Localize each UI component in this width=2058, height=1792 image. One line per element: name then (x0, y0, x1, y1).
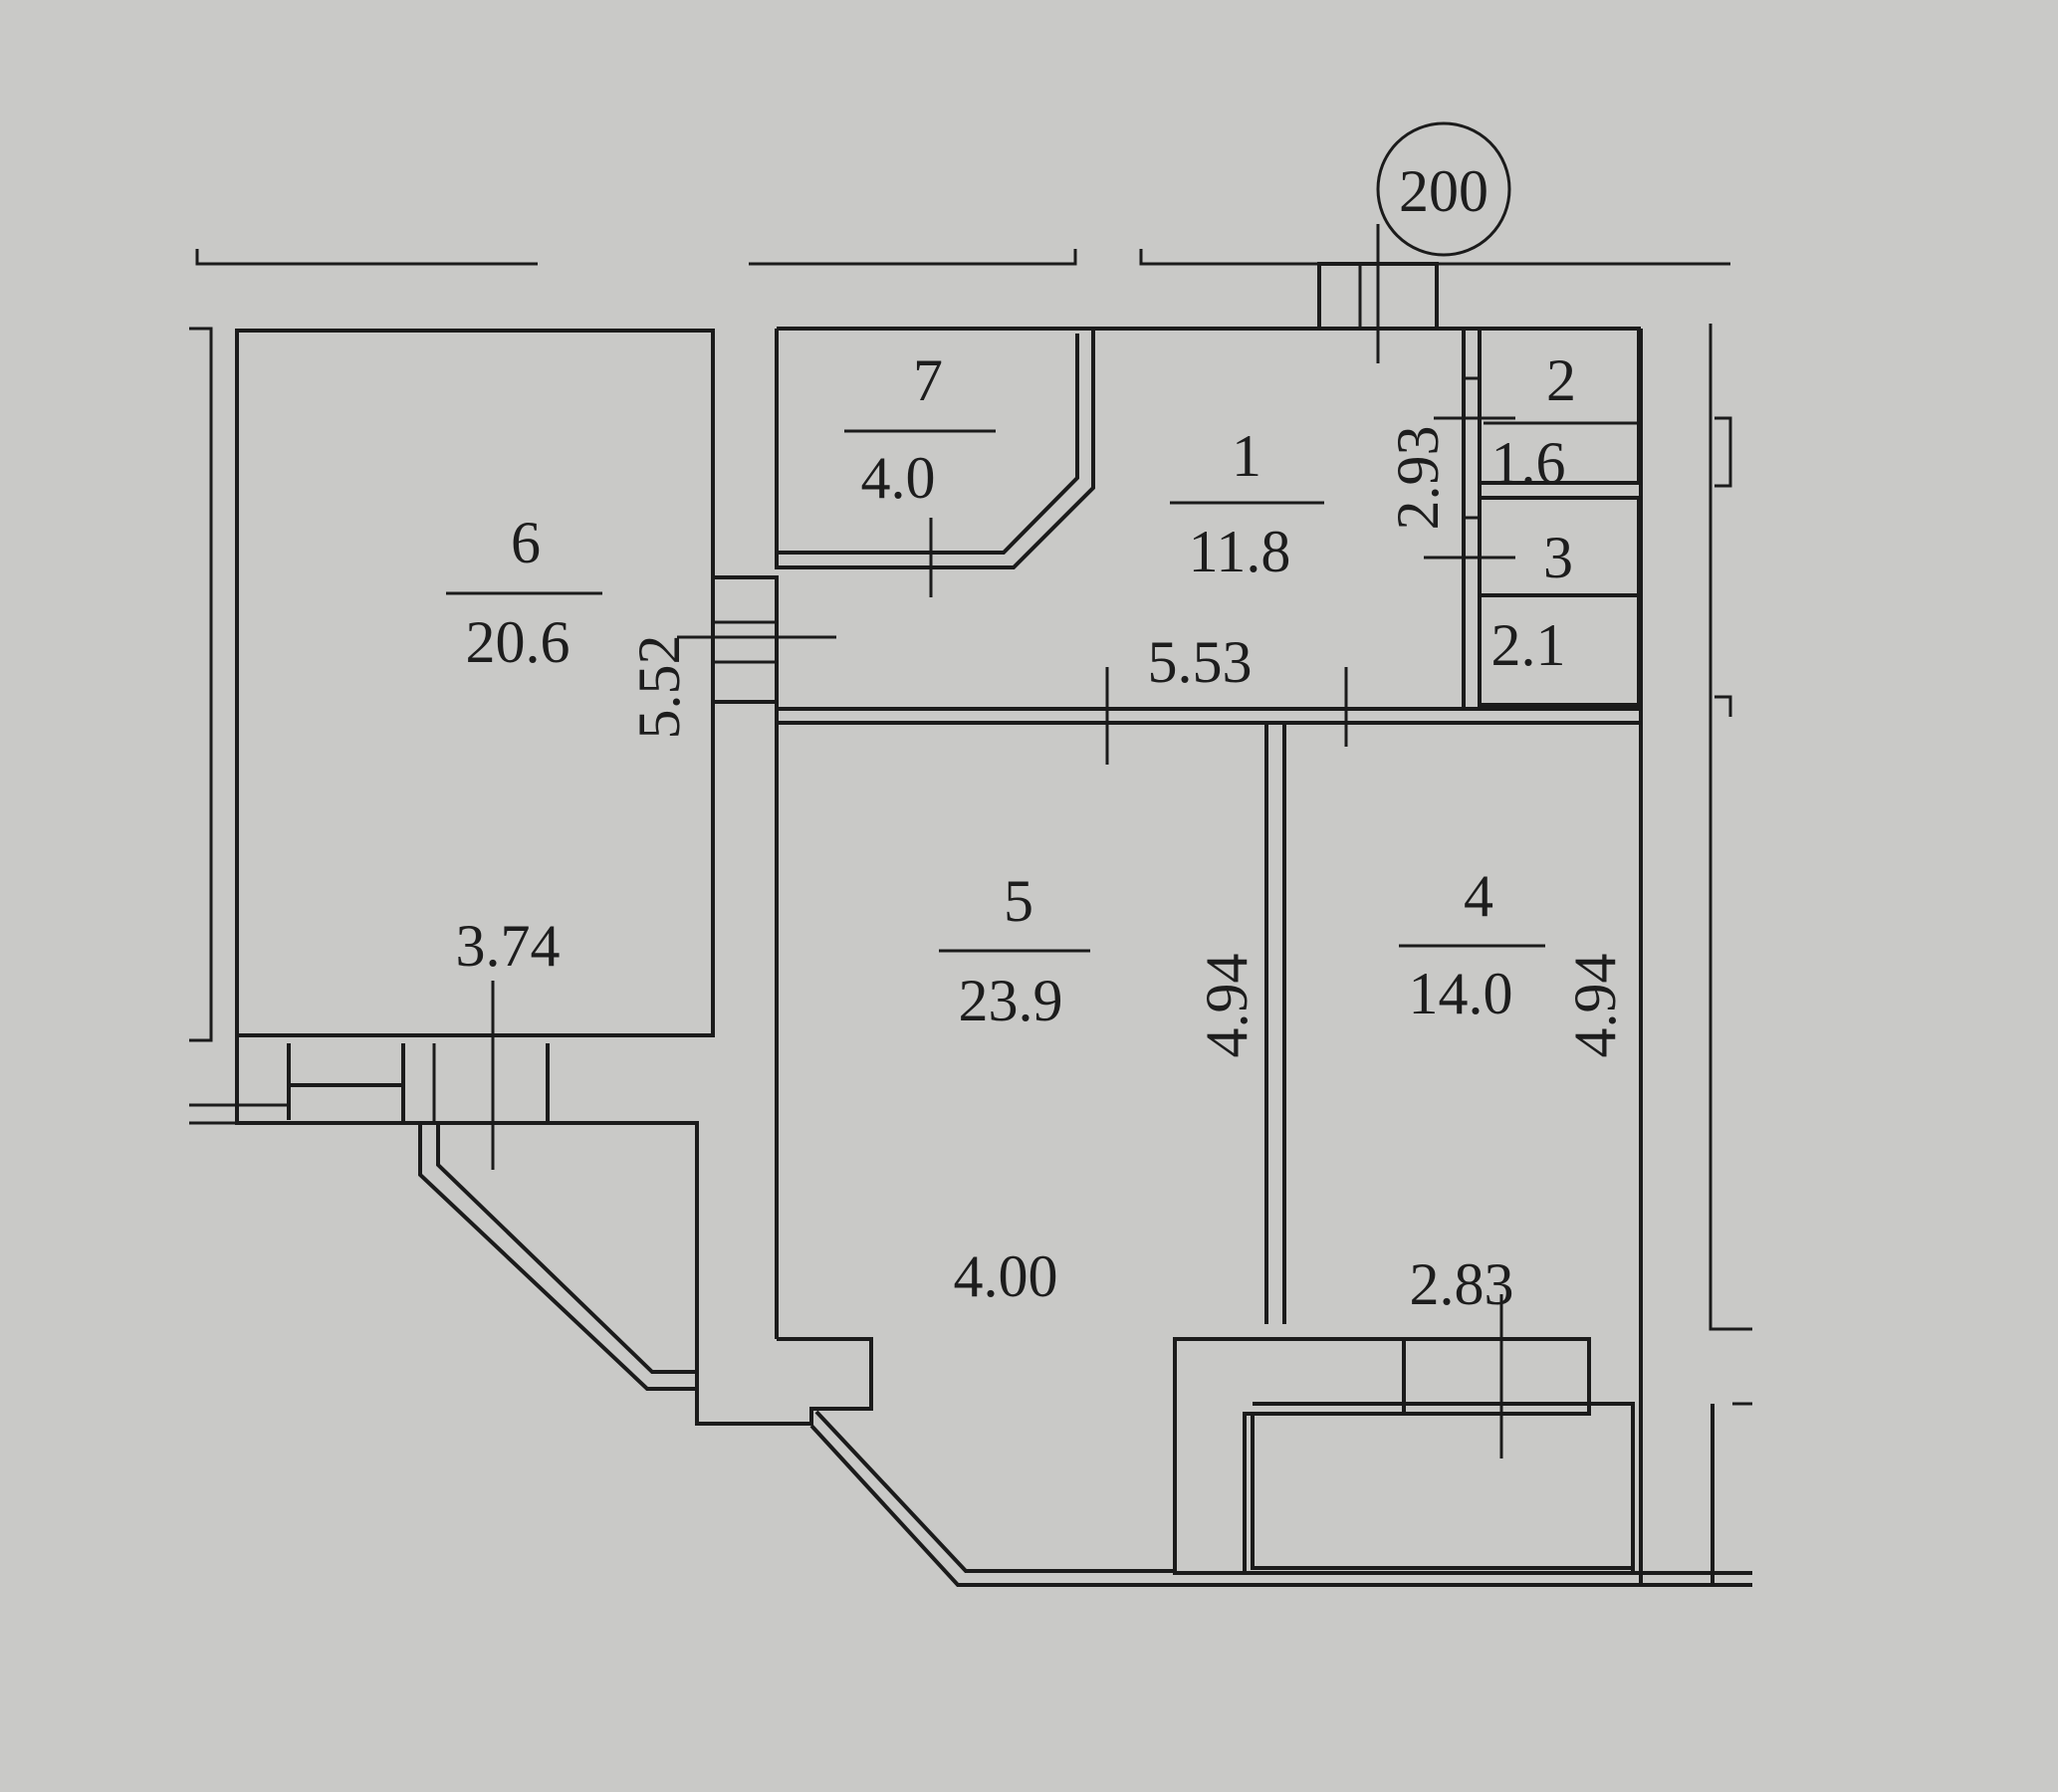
dim-room4-length: 4.94 (1562, 954, 1628, 1058)
room-7-number: 7 (913, 347, 943, 413)
room-2-area: 1.6 (1491, 430, 1566, 496)
reference-lines (189, 249, 1752, 1406)
axis-marker-label: 200 (1399, 158, 1488, 224)
living-walls (695, 329, 1643, 1587)
room-7-area: 4.0 (861, 445, 936, 511)
room-3-area: 2.1 (1491, 612, 1566, 678)
room-label-1: 1 11.8 (1170, 423, 1324, 584)
dim-hall-width: 2.93 (1385, 426, 1451, 531)
rooms-2-3-walls (1462, 327, 1641, 709)
room-label-4: 4 14.0 (1399, 863, 1545, 1026)
room-6-number: 6 (511, 510, 541, 575)
dim-room4-width: 2.83 (1410, 1251, 1514, 1317)
room-4-number: 4 (1464, 863, 1493, 929)
balcony-left (418, 1121, 699, 1391)
hall-walls (713, 575, 1641, 1339)
room-label-2: 2 1.6 (1484, 347, 1638, 496)
room-5-area: 23.9 (959, 968, 1063, 1033)
balcony-right (1173, 1337, 1752, 1587)
room-1-area: 11.8 (1189, 519, 1291, 584)
room-label-7: 7 4.0 (844, 347, 996, 511)
room-7-walls (775, 329, 1095, 569)
top-wall (777, 262, 1641, 331)
room-4-area: 14.0 (1409, 961, 1513, 1026)
room-2-number: 2 (1546, 347, 1576, 413)
dim-room5-width: 4.00 (954, 1243, 1058, 1309)
room-6-area: 20.6 (466, 609, 571, 675)
room-1-number: 1 (1232, 423, 1261, 489)
room-5-number: 5 (1004, 868, 1033, 934)
room-3-number: 3 (1543, 525, 1573, 590)
room-label-3: 3 2.1 (1491, 525, 1574, 678)
room-label-6: 6 20.6 (446, 510, 602, 675)
room-6-walls (189, 329, 715, 1125)
dim-room6-width: 3.74 (456, 913, 561, 979)
dim-room6-length: 5.52 (626, 635, 692, 740)
dim-room5-length: 4.94 (1194, 954, 1259, 1058)
dim-hall-length: 5.53 (1148, 629, 1253, 695)
axis-marker: 200 (1376, 121, 1511, 363)
room-label-5: 5 23.9 (939, 868, 1090, 1033)
dimension-ticks (491, 416, 1515, 1458)
